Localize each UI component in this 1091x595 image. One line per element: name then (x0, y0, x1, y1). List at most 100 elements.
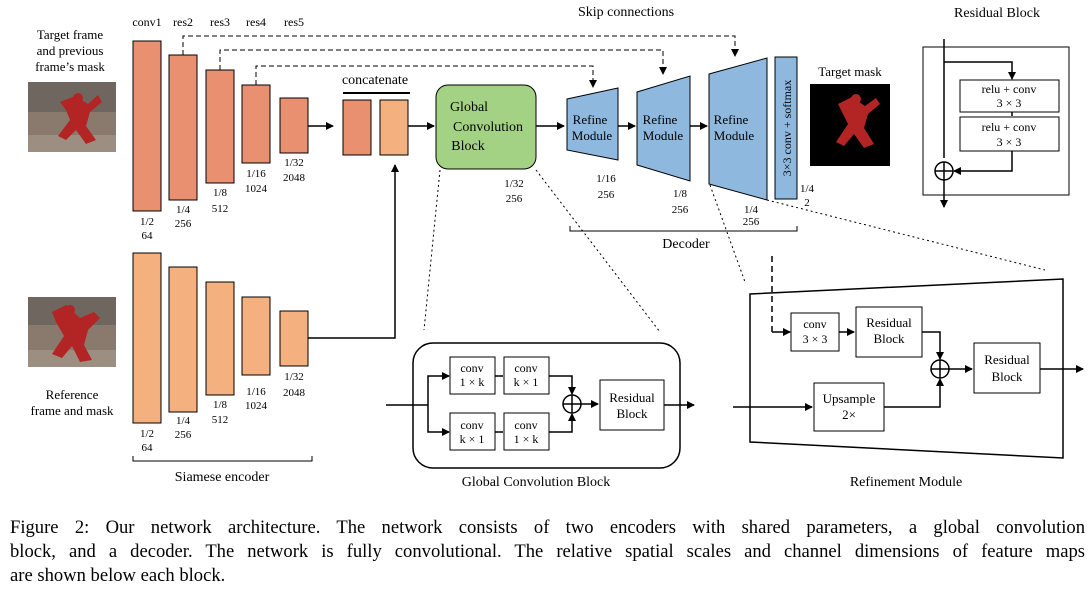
residual-unit-2-label-1: relu + conv (982, 120, 1037, 134)
skip-connection-res4 (255, 65, 597, 88)
concat-top-block (342, 99, 372, 156)
top-scale-res4: 1/16 (246, 168, 266, 180)
refinement-detail-title: Refinement Module (850, 475, 962, 490)
refine-2-label-2: Module (643, 128, 684, 143)
target-mask-label: Target mask (818, 64, 882, 79)
bottom-channels-res5: 2048 (283, 387, 306, 399)
gcb-detail-split-top (427, 372, 450, 405)
refinement-residual-label-2: Block (873, 331, 905, 346)
refinement-residual-out-label-1: Residual (984, 352, 1030, 367)
stage-name-res2: res2 (173, 15, 193, 29)
final-conv-label: 3×3 conv + softmax (780, 80, 794, 177)
bottom-res5-block (279, 310, 309, 367)
top-channels-res2: 256 (175, 218, 192, 230)
bottom-res3-block (205, 281, 235, 396)
decoder-label: Decoder (662, 237, 710, 252)
top-res3-block (205, 69, 235, 184)
bottom-scale-res4: 1/16 (246, 386, 266, 398)
gcb-conv-kx1-top (503, 356, 550, 395)
target-mask-image (810, 84, 890, 166)
refinement-residual-label-1: Residual (866, 315, 912, 330)
concat-bottom-block (379, 99, 409, 156)
refinement-residual-to-sum (922, 331, 944, 360)
top-res4-block (241, 84, 271, 164)
reference-frame-image (28, 297, 116, 367)
bottom-channels-res2: 256 (175, 429, 192, 441)
gcb-sum-icon (562, 394, 582, 414)
refine-zoom-line-right (766, 199, 1046, 271)
reference-input-label-2: frame and mask (30, 403, 114, 418)
residual-block-title: Residual Block (954, 6, 1040, 21)
stage-name-res3: res3 (210, 15, 230, 29)
gcb-zoom-line-left (423, 169, 441, 331)
refine-2-scale: 1/8 (673, 188, 688, 200)
concatenate-label: concatenate (342, 73, 408, 88)
top-scale-res5: 1/32 (284, 157, 304, 169)
gcb-conv-kx1-top-label-1: conv (514, 361, 537, 375)
refine-zoom-line-left (709, 184, 746, 283)
caption-line-1: Figure 2: Our network architecture. The … (10, 517, 1085, 538)
bottom-res2-block (168, 266, 198, 413)
top-channels-res4: 1024 (245, 183, 268, 195)
top-scale-conv1: 1/2 (140, 216, 154, 228)
stage-name-res5: res5 (284, 15, 304, 29)
gcb-bottom-to-sum (549, 413, 576, 433)
gcb-scale: 1/32 (504, 178, 524, 190)
top-res5-block (279, 97, 309, 154)
refine-2-label-1: Refine (643, 112, 678, 127)
reference-input-label-1: Reference (46, 387, 99, 402)
bottom-channels-res4: 1024 (245, 400, 268, 412)
gcb-label-2: Convolution (453, 120, 523, 135)
refine-module-2 (636, 75, 691, 182)
top-channels-res3: 512 (212, 203, 229, 215)
refinement-conv-label-1: conv (803, 317, 826, 331)
skip-connections-label: Skip connections (578, 5, 674, 20)
stage-name-res4: res4 (246, 15, 266, 29)
refine-3-label-1: Refine (714, 112, 749, 127)
bottom-res4-block (241, 296, 271, 376)
residual-unit-2-label-2: 3 × 3 (997, 135, 1022, 149)
gcb-detail-title: Global Convolution Block (462, 475, 611, 490)
refine-1-label-1: Refine (573, 112, 608, 127)
caption-line-3: are shown below each block. (10, 565, 226, 586)
target-frame-image (28, 82, 116, 152)
gcb-conv-kx1-bottom-label-2: k × 1 (460, 432, 485, 446)
top-channels-res5: 2048 (283, 172, 306, 184)
gcb-conv-1xk-top-label-2: 1 × k (460, 375, 485, 389)
decoder-bracket (569, 226, 798, 232)
bottom-scale-res5: 1/32 (284, 371, 304, 383)
top-channels-conv1: 64 (142, 230, 154, 242)
residual-unit-1 (959, 79, 1060, 113)
top-scale-res3: 1/8 (213, 187, 228, 199)
gcb-top-to-sum (549, 375, 576, 395)
final-conv-block (774, 56, 798, 200)
refine-1-scale: 1/16 (596, 173, 616, 185)
gcb-label-1: Global (450, 100, 488, 115)
final-conv-scale: 1/4 (800, 183, 815, 195)
stage-name-conv1: conv1 (132, 15, 161, 29)
refinement-upsample-to-sum (884, 378, 944, 408)
residual-return-line (953, 151, 1013, 175)
final-conv-channels: 2 (804, 197, 810, 209)
residual-branch-line (944, 61, 1016, 80)
refine-3-channels: 256 (743, 216, 760, 228)
gcb-detail-split-bottom (427, 405, 450, 436)
bottom-scale-res3: 1/8 (213, 399, 228, 411)
refine-3-label-2: Module (714, 128, 755, 143)
refinement-upsample-label-2: 2× (842, 407, 856, 422)
top-scale-res2: 1/4 (176, 204, 191, 216)
siamese-encoder-label: Siamese encoder (175, 470, 270, 485)
figure-caption: Figure 2: Our network architecture. The … (10, 516, 1085, 588)
gcb-block (435, 84, 537, 170)
top-res2-block (168, 54, 198, 201)
bottom-to-concat-arrow (308, 164, 399, 339)
caption-line-2: block, and a decoder. The network is ful… (10, 541, 1085, 562)
refine-1-label-2: Module (572, 128, 613, 143)
gcb-residual-label-2: Block (616, 406, 648, 421)
gcb-conv-1xk-top-label-1: conv (460, 361, 483, 375)
target-input-label-1: Target frame (37, 27, 104, 42)
refinement-residual-out-label-2: Block (991, 369, 1023, 384)
bottom-conv1-block (132, 252, 162, 424)
architecture-diagram: Target frame and previous frame’s mask R… (28, 5, 1084, 490)
refinement-conv-block (790, 312, 840, 352)
